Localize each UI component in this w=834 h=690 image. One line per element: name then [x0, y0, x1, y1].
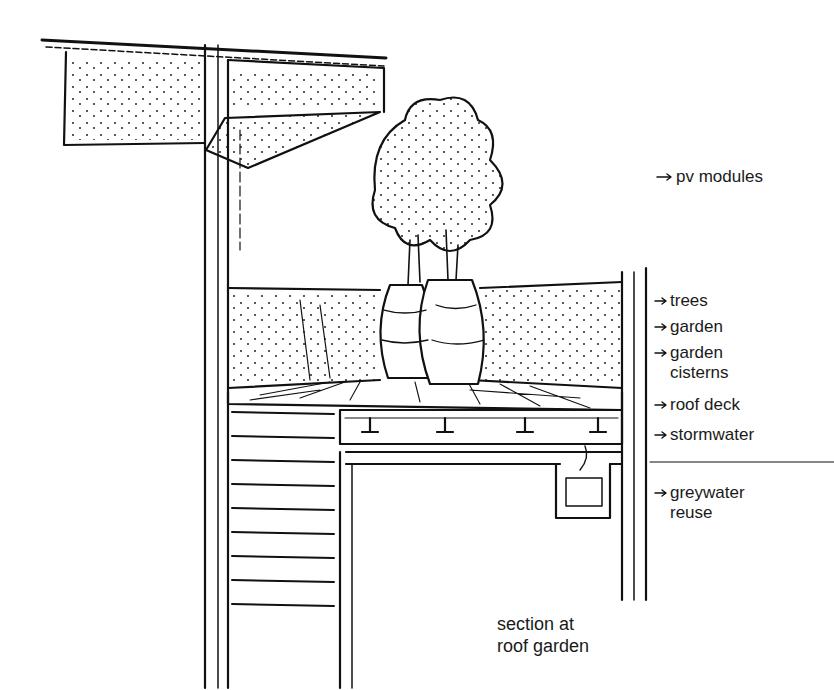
callout-label: garden cisterns	[670, 343, 752, 384]
callout-label: trees	[670, 291, 810, 311]
callout-label: roof deck	[670, 395, 810, 415]
callout-label: greywater reuse	[670, 483, 770, 524]
callout-label: garden	[670, 317, 810, 337]
callout-label: stormwater	[670, 425, 820, 445]
canopy-outline	[64, 52, 205, 145]
caption: section at roof garden	[497, 614, 607, 657]
callout-label: pv modules	[676, 167, 816, 187]
